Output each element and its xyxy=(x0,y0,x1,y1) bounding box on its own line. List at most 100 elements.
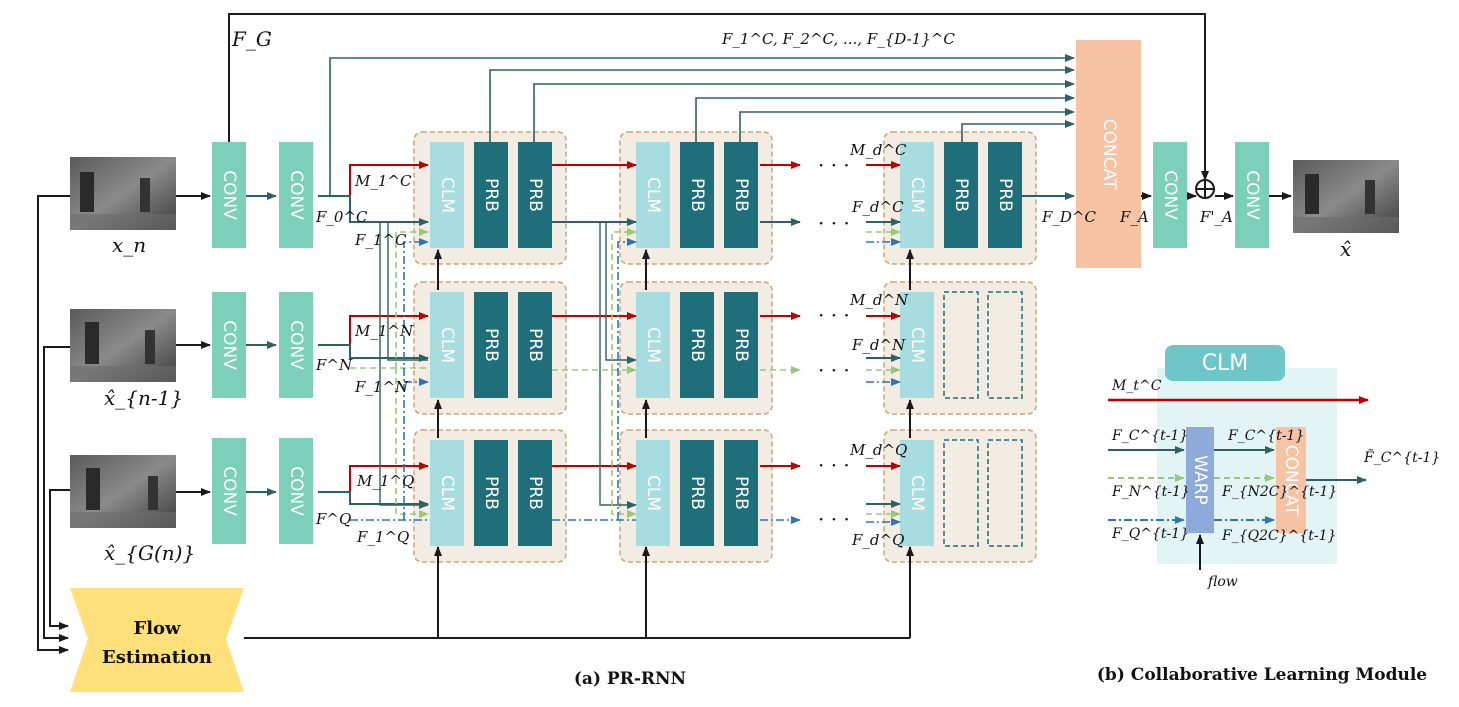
clm-block xyxy=(430,292,464,398)
label-feature-list: F_1^C, F_2^C, ..., F_{D-1}^C xyxy=(721,30,955,48)
prb-placeholder xyxy=(943,291,979,399)
label-fa-prime: F'_A xyxy=(1199,208,1233,226)
prb-label: PRB xyxy=(687,476,707,510)
conv-label: CONV xyxy=(286,320,306,370)
add-icon xyxy=(1195,179,1215,199)
input-frame-group xyxy=(70,455,176,528)
clm-label: CLM xyxy=(907,475,927,511)
clm-block xyxy=(636,142,670,248)
ellipsis-q2: · · · xyxy=(818,507,850,531)
prb-label: PRB xyxy=(951,178,971,212)
label-x-hat: x̂ xyxy=(1340,237,1351,261)
conv-label: CONV xyxy=(219,170,239,220)
label-fDc: F_D^C xyxy=(1041,208,1097,226)
prb-block xyxy=(518,440,552,546)
prb-label: PRB xyxy=(731,476,751,510)
conv-label: CONV xyxy=(1242,170,1262,220)
prb-label: PRB xyxy=(525,328,545,362)
conv-block xyxy=(279,292,313,398)
label-fg: F_G xyxy=(231,27,272,51)
label-fn: F^N xyxy=(315,356,353,374)
prb-block xyxy=(680,142,714,248)
prb-label: PRB xyxy=(995,178,1015,212)
clm-label: CLM xyxy=(643,475,663,511)
flow-label-1: Flow xyxy=(133,618,181,639)
clm-block xyxy=(430,142,464,248)
label-x-group: x̂_{G(n)} xyxy=(104,541,195,565)
clm-label-fout: F̃_C^{t-1} xyxy=(1363,448,1440,466)
clm-label: CLM xyxy=(437,177,457,213)
clm-block xyxy=(900,142,934,248)
prb-block xyxy=(988,142,1022,248)
prb-block xyxy=(518,142,552,248)
caption-b: (b) Collaborative Learning Module xyxy=(1097,665,1427,685)
clm-label-fq2c: F_{Q2C}^{t-1} xyxy=(1221,528,1336,544)
label-mdn: M_d^N xyxy=(849,291,909,309)
clm-title: CLM xyxy=(1202,351,1249,376)
conv-label: CONV xyxy=(286,466,306,516)
ellipsis-c: · · · xyxy=(818,153,850,177)
clm-label: CLM xyxy=(907,177,927,213)
clm-label-fq-in: F_Q^{t-1} xyxy=(1111,526,1189,542)
prb-placeholder xyxy=(943,439,979,547)
clm-label-fn2c: F_{N2C}^{t-1} xyxy=(1221,484,1337,500)
clm-title-box xyxy=(1165,345,1285,381)
prb-block xyxy=(680,440,714,546)
clm-block xyxy=(636,440,670,546)
clm-concat-label: CONCAT xyxy=(1281,445,1301,516)
label-fdn: F_d^N xyxy=(851,336,906,354)
stage-groups: CLM PRB PRB CLM PRB PRB CLM PRB PRB CLM PRB PRB CLM P… xyxy=(413,131,1037,563)
prb-label: PRB xyxy=(481,328,501,362)
conv-block xyxy=(212,438,246,544)
label-m1c: M_1^C xyxy=(354,172,412,190)
prb-block xyxy=(474,292,508,398)
conv-block xyxy=(1235,142,1269,248)
prb-label: PRB xyxy=(731,178,751,212)
clm-concat-block xyxy=(1276,427,1306,533)
ellipsis-c2: · · · xyxy=(818,211,850,235)
prb-block xyxy=(724,142,758,248)
prb-block xyxy=(474,440,508,546)
conv-label: CONV xyxy=(286,170,306,220)
clm-block xyxy=(430,440,464,546)
label-f1q: F_1^Q xyxy=(356,528,409,546)
concat-block xyxy=(1076,40,1141,268)
prb-label: PRB xyxy=(525,178,545,212)
clm-block xyxy=(900,440,934,546)
conv-block xyxy=(279,438,313,544)
clm-label-m: M_t^C xyxy=(1111,378,1162,394)
prb-label: PRB xyxy=(525,476,545,510)
label-fq: F^Q xyxy=(315,510,351,528)
ellipsis-q: · · · xyxy=(818,453,850,477)
prb-label: PRB xyxy=(481,476,501,510)
conv-block xyxy=(212,142,246,248)
label-f0c: F_0^C xyxy=(315,208,368,226)
prb-label: PRB xyxy=(481,178,501,212)
label-x-n: x_n xyxy=(112,233,146,257)
flow-estimation-block xyxy=(70,588,244,692)
clm-block xyxy=(636,292,670,398)
clm-label-flow: flow xyxy=(1207,574,1238,590)
label-f1c: F_1^C xyxy=(354,231,407,249)
input-frame-current xyxy=(70,157,176,230)
clm-module-detail: CLM M_t^C WARP CONCAT F_C^{t-1} F_N^{t-1… xyxy=(1108,345,1440,590)
output-frame xyxy=(1293,160,1399,233)
clm-label-fc-in: F_C^{t-1} xyxy=(1111,428,1188,444)
label-fdq: F_d^Q xyxy=(851,531,904,549)
clm-label: CLM xyxy=(437,327,457,363)
label-fdc: F_d^C xyxy=(851,198,904,216)
prb-block xyxy=(724,440,758,546)
prb-label: PRB xyxy=(687,328,707,362)
prb-block xyxy=(474,142,508,248)
conv-label: CONV xyxy=(1160,170,1180,220)
prb-label: PRB xyxy=(731,328,751,362)
prb-label: PRB xyxy=(687,178,707,212)
label-mdq: M_d^Q xyxy=(849,441,907,459)
label-m1n: M_1^N xyxy=(354,322,414,340)
connections xyxy=(37,13,1292,654)
clm-label: CLM xyxy=(437,475,457,511)
clm-label: CLM xyxy=(643,177,663,213)
label-fa: F_A xyxy=(1119,208,1149,226)
warp-block xyxy=(1186,427,1214,533)
